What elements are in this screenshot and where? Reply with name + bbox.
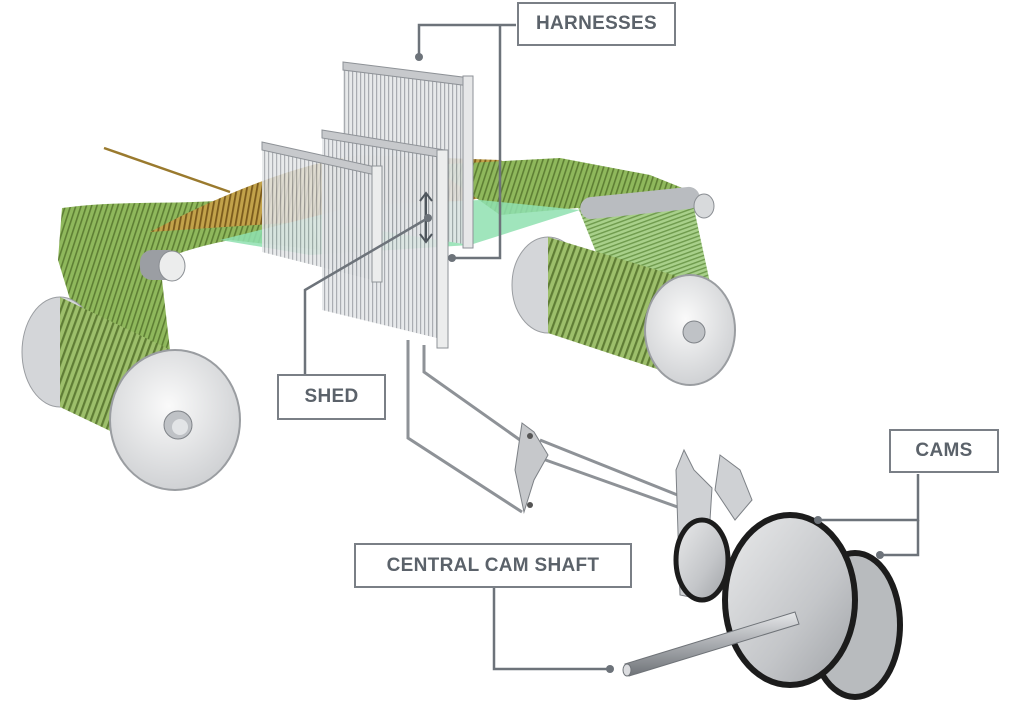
leader-cams-back [880, 520, 920, 557]
leader-dots [415, 53, 884, 673]
harnesses-label: HARNESSES [517, 2, 676, 46]
leader-harness-front [452, 25, 502, 260]
central-cam-shaft-rod [622, 611, 800, 677]
cam-front [722, 512, 858, 688]
shed-label: SHED [277, 374, 386, 420]
back-roller-right [580, 186, 715, 220]
front-roller-left [140, 250, 186, 282]
cams-label: CAMS [889, 429, 999, 473]
weft-thread [103, 146, 231, 194]
leader-cams-front [818, 474, 920, 522]
warp-beam-right [511, 236, 736, 386]
leader-shed [303, 216, 429, 374]
linkage-rods [406, 340, 701, 517]
leader-lines [303, 23, 920, 671]
cloth-beam-left [21, 296, 241, 491]
leader-harness-back [417, 23, 516, 55]
cam-small [673, 517, 731, 603]
harness-frame-front [261, 141, 383, 283]
central-cam-shaft-label: CENTRAL CAM SHAFT [354, 543, 632, 588]
leader-cam-shaft [492, 588, 610, 671]
lever-plate [514, 422, 549, 514]
